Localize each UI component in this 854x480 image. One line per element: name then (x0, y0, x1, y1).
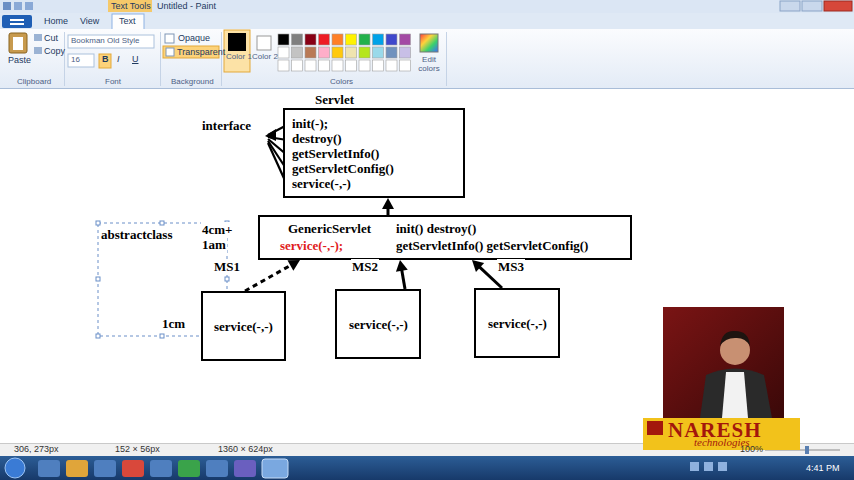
window-title: Untitled - Paint (157, 1, 216, 11)
group-label: Font (105, 77, 121, 86)
logo-text: technologies (694, 436, 750, 448)
button-label: Paste (8, 55, 31, 65)
method-tag: MS2 (351, 259, 379, 275)
tab-label: Text Tools (111, 1, 151, 11)
annotation: interface (201, 118, 252, 134)
inheritance-arrow (382, 198, 394, 215)
subclass-box: service(-,-) (335, 289, 421, 359)
status-text: 1360 × 624px (218, 444, 273, 454)
tab-label: Text (119, 16, 136, 26)
interface-box: Servletinit(-);destroy()getServletInfo()… (283, 108, 465, 198)
status-text: 152 × 56px (115, 444, 160, 454)
annotation: 4cm+ (201, 222, 234, 238)
connector-line (402, 269, 405, 289)
inheritance-arrow (396, 260, 408, 289)
font-size: 16 (71, 55, 80, 64)
group-label: Colors (330, 77, 353, 86)
underline-button: U (132, 54, 139, 64)
method-signature: init() destroy() (396, 221, 476, 236)
method-signature: service(-,-) (292, 176, 351, 191)
tab-label: View (80, 16, 99, 26)
method-signature: getServletInfo() getServletConfig() (396, 238, 588, 253)
status-text: 306, 273px (14, 444, 59, 454)
annotation: 1cm (161, 316, 186, 332)
clock: 4:41 PM (806, 463, 840, 473)
button-label: Edit colors (414, 55, 444, 73)
method-signature: service(-,-); (280, 238, 343, 253)
group-label: Background (171, 77, 214, 86)
method-tag: MS1 (213, 259, 241, 275)
method-tag: MS3 (497, 259, 525, 275)
method-signature: service(-,-) (488, 316, 547, 331)
arrow-head (287, 260, 300, 271)
method-signature: getServletInfo() (292, 146, 379, 161)
method-signature: getServletConfig() (292, 161, 394, 176)
annotation: abstractclass (100, 227, 174, 243)
inheritance-arrow (245, 260, 300, 291)
button-label: Cut (44, 33, 58, 43)
abstract-class-box: GenericServlet service(-,-); init() destro… (258, 215, 632, 260)
arrow-head (382, 198, 394, 209)
subclass-box: service(-,-) (474, 288, 560, 358)
bold-button: B (102, 54, 109, 64)
italic-button: I (117, 54, 120, 64)
annotation: 1am (201, 237, 227, 253)
tab-label: Home (44, 16, 68, 26)
method-signature: GenericServlet (288, 221, 371, 236)
font-name: Bookman Old Style (71, 36, 139, 45)
group-label: Clipboard (17, 77, 51, 86)
connector-line (245, 264, 292, 291)
option-label: Transparent (177, 47, 225, 57)
button-label: Copy (44, 46, 65, 56)
color-label: Color 1 (225, 52, 253, 61)
subclass-box: service(-,-) (201, 291, 286, 361)
method-signature: service(-,-) (349, 317, 408, 332)
method-signature: init(-); (292, 116, 328, 131)
method-signature: service(-,-) (214, 319, 273, 334)
class-heading: Servlet (315, 92, 354, 107)
color-label: Color 2 (252, 52, 278, 61)
option-label: Opaque (178, 33, 210, 43)
method-signature: destroy() (292, 131, 342, 146)
arrow-head (472, 260, 484, 272)
arrow-head (396, 260, 408, 272)
